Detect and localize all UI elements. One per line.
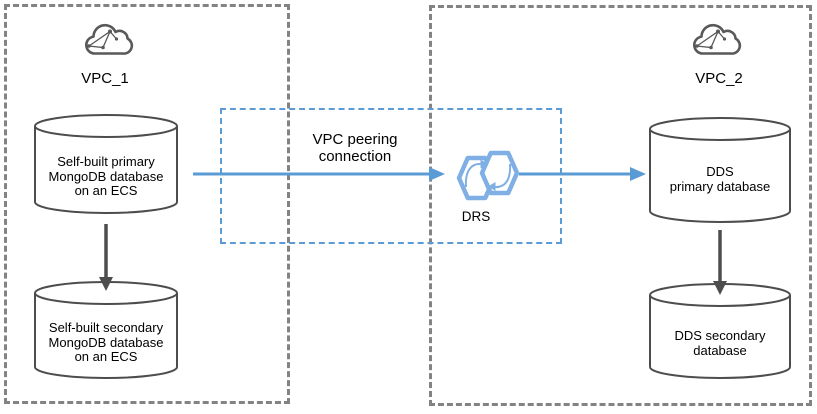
dds-primary-database-label: DDS primary database (669, 164, 771, 194)
vpc-network-glyph (87, 29, 119, 50)
vpc-peering-connection-label: VPC peering connection (312, 131, 398, 165)
mongo-secondary-database-label: Self-built secondary MongoDB database on… (48, 320, 164, 364)
vpc2-boundary-box (429, 5, 812, 406)
drs-label: DRS (461, 209, 491, 224)
vpc1-label: VPC_1 (81, 70, 129, 87)
mongo-primary-database-cylinder (34, 114, 178, 214)
dds-primary-database-cylinder (649, 117, 791, 223)
arrow-dds-primary-to-secondary (713, 230, 727, 295)
drs-icon (456, 150, 520, 201)
arrow-drs-to-dds (519, 167, 646, 181)
vpc-network-glyph (695, 29, 727, 50)
cloud-icon (84, 23, 134, 55)
arrow-mongo-primary-to-secondary (99, 224, 113, 291)
cloud-icon (692, 23, 742, 55)
dds-secondary-database-label: DDS secondary database (674, 328, 766, 358)
drs-sync-arrows-glyph (464, 159, 512, 191)
vpc2-label: VPC_2 (695, 70, 743, 87)
arrow-mongo-to-drs (193, 167, 445, 181)
mongo-primary-database-label: Self-built primary MongoDB database on a… (48, 154, 164, 198)
vpc-peering-boundary-box (220, 108, 562, 244)
mongo-secondary-database-cylinder (34, 281, 178, 379)
vpc1-boundary-box (4, 4, 290, 404)
